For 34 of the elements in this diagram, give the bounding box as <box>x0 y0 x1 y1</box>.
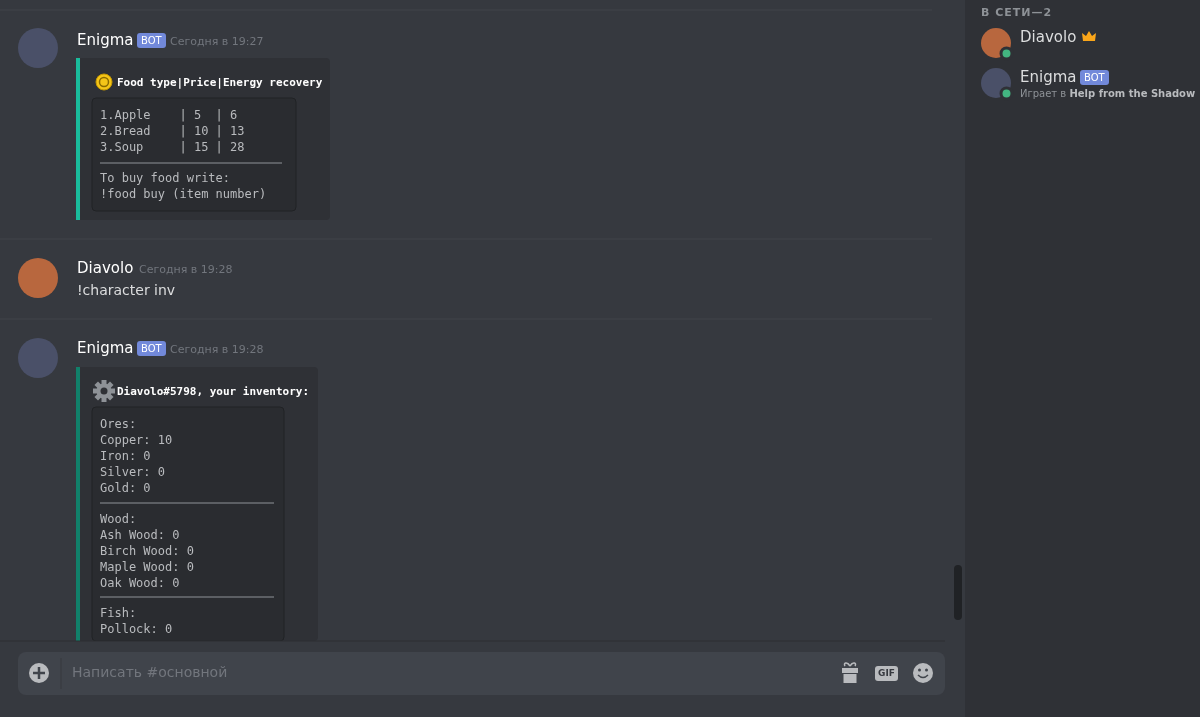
code-line: Fish: <box>100 605 137 621</box>
member-name: Diavolo <box>1020 28 1077 46</box>
timestamp: Сегодня в 19:28 <box>139 263 233 277</box>
code-line: Gold: 0 <box>100 480 151 496</box>
bot-tag: BOT <box>137 341 166 356</box>
bot-tag: BOT <box>137 33 166 48</box>
code-line: 3.Soup | 15 | 28 <box>100 139 245 155</box>
code-line: Silver: 0 <box>100 464 166 480</box>
message-text: !character inv <box>77 282 176 299</box>
bot-tag: BOT <box>1080 70 1109 85</box>
code-line: To buy food write: <box>100 170 231 186</box>
code-line: Ores: <box>100 416 137 432</box>
gif-icon: GIF <box>875 666 898 681</box>
embed-title: Diavolo#5798, your inventory: <box>117 385 310 399</box>
code-line: Oak Wood: 0 <box>100 575 180 591</box>
section-header: В СЕТИ—2 <box>981 6 1053 20</box>
code-line: 1.Apple | 5 | 6 <box>100 107 238 123</box>
embed-title: Food type|Price|Energy recovery <box>117 76 323 90</box>
username: Enigma <box>77 339 134 357</box>
code-line: Birch Wood: 0 <box>100 543 194 559</box>
timestamp: Сегодня в 19:28 <box>170 343 264 357</box>
username: Diavolo <box>77 259 134 277</box>
member-name: Enigma <box>1020 68 1077 86</box>
code-line: !food buy (item number) <box>100 186 267 202</box>
timestamp: Сегодня в 19:27 <box>170 35 264 49</box>
code-line: Iron: 0 <box>100 448 151 464</box>
code-line: Copper: 10 <box>100 432 173 448</box>
code-line: 2.Bread | 10 | 13 <box>100 123 245 139</box>
code-line: Pollock: 0 <box>100 621 173 637</box>
username: Enigma <box>77 31 134 49</box>
code-line: Maple Wood: 0 <box>100 559 194 575</box>
code-line: Ash Wood: 0 <box>100 527 180 543</box>
activity-status: Играет в Help from the Shadow <box>1020 88 1196 100</box>
code-line: Wood: <box>100 511 137 527</box>
